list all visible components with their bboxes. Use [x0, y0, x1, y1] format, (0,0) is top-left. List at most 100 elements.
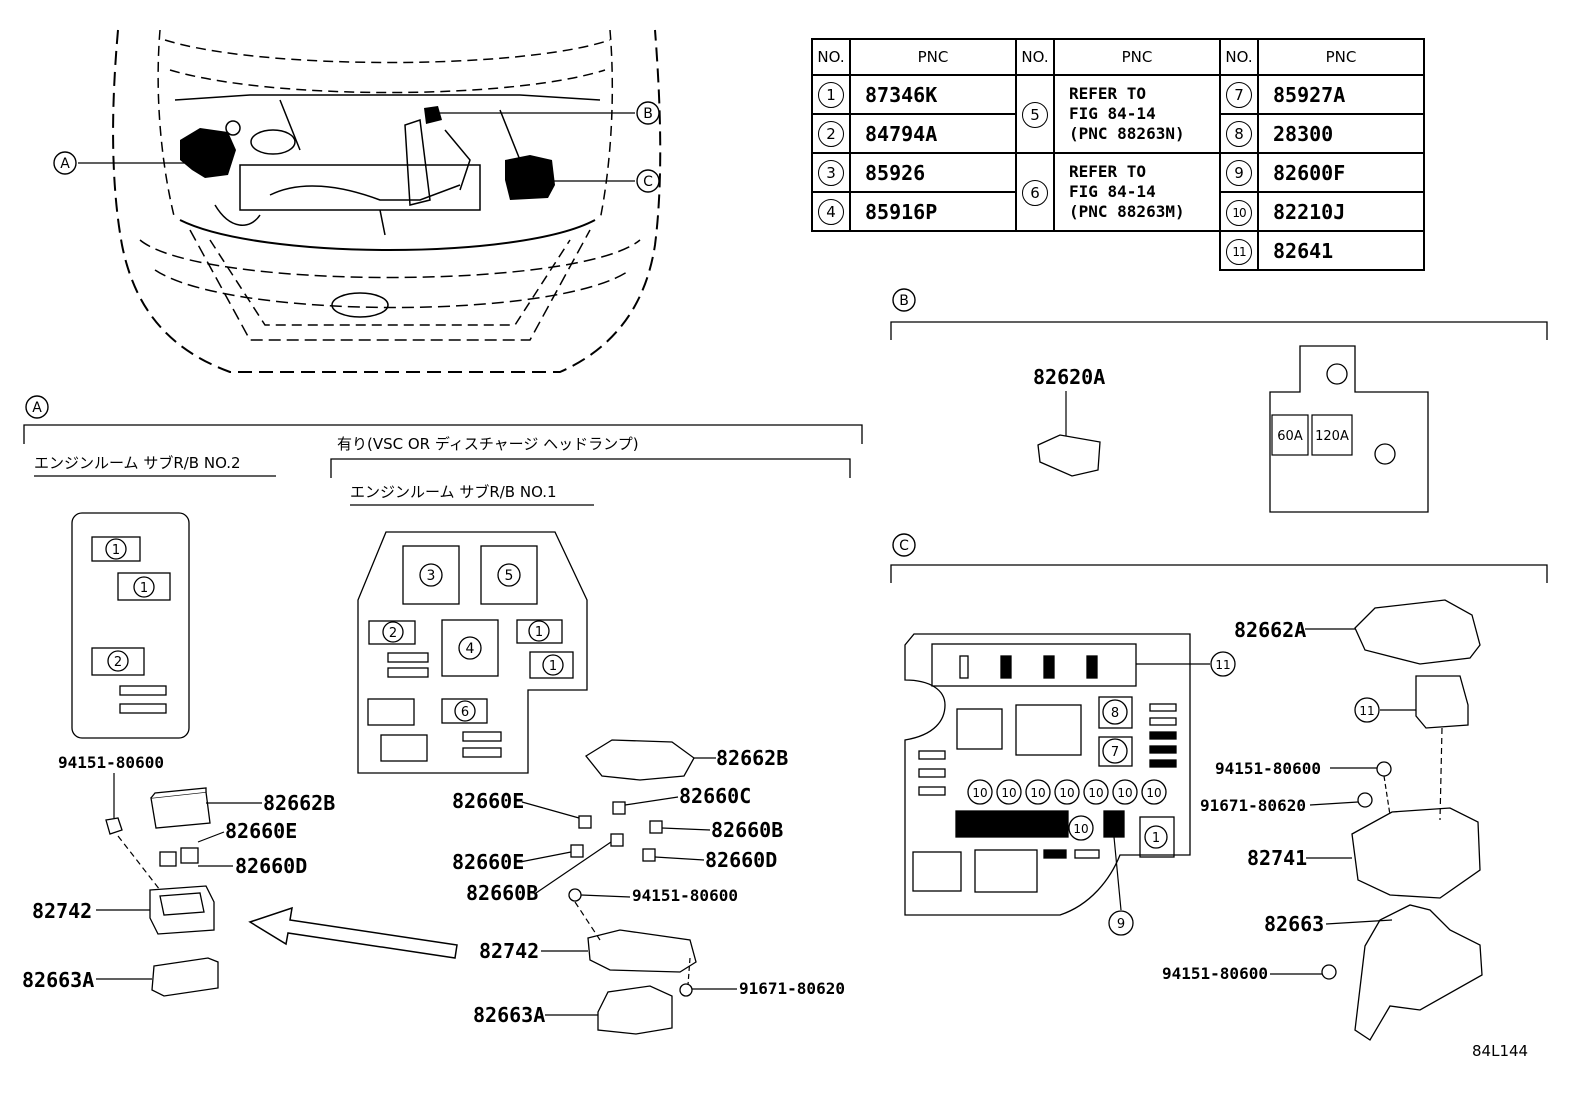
svg-text:1: 1 — [535, 625, 543, 640]
fusible-link-block — [1269, 345, 1429, 513]
part-label-94151-80600: 94151-80600 — [58, 753, 164, 772]
svg-text:5: 5 — [505, 568, 514, 584]
vehicle-engine-bay — [112, 29, 662, 373]
table-pnc-cell: 87346K — [849, 74, 1017, 115]
fuse-60a-label: 60A — [1277, 429, 1303, 444]
table-pnc-cell: 28300 — [1257, 113, 1425, 154]
section-a-left-leaders — [96, 773, 262, 980]
sub-rb-no1-title: エンジンルーム サブR/B NO.1 — [350, 483, 557, 501]
svg-text:10: 10 — [1117, 786, 1132, 800]
svg-text:10: 10 — [1001, 786, 1016, 800]
section-a-left-parts — [105, 787, 219, 997]
svg-text:3: 3 — [427, 568, 436, 584]
svg-text:10: 10 — [972, 786, 987, 800]
table-no-cell: 8 — [1219, 113, 1259, 154]
svg-text:2: 2 — [389, 626, 397, 641]
table-no-cell: 10 — [1219, 191, 1259, 232]
svg-text:10: 10 — [1059, 786, 1074, 800]
svg-text:1: 1 — [549, 659, 557, 674]
svg-text:8: 8 — [1111, 706, 1119, 721]
table-pnc-line: REFER TO — [1069, 84, 1147, 103]
part-label-91671-80620: 91671-80620 — [739, 979, 845, 998]
section-a-note: 有り(VSC OR ディスチャージ ヘッドランプ) — [337, 435, 639, 453]
part-label-82660b: 82660B — [711, 818, 783, 842]
part-label-82663a: 82663A — [22, 968, 94, 992]
table-no-cell: 9 — [1219, 152, 1259, 193]
table-pnc-cell: 85916P — [849, 191, 1017, 232]
header-pnc-1: PNC — [849, 38, 1017, 76]
relay-block-layout — [904, 633, 1191, 916]
item-number: 5 — [1022, 101, 1048, 128]
table-pnc-cell: REFER TO FIG 84-14 (PNC 88263M) — [1053, 152, 1221, 232]
item-number: 1 — [818, 82, 844, 108]
section-c-labels: 82662A 11 94151-80600 91671-80620 82741 … — [1162, 618, 1380, 983]
part-label-82660e: 82660E — [225, 819, 297, 843]
header-no-2: NO. — [1015, 38, 1055, 76]
callout-b: B — [636, 101, 660, 125]
component-location-marks — [180, 106, 555, 200]
header-no-1: NO. — [811, 38, 851, 76]
table-no-cell: 5 — [1015, 74, 1055, 154]
table-pnc-cell: 82210J — [1257, 191, 1425, 232]
svg-text:10: 10 — [1088, 786, 1103, 800]
relay-block-callouts: 11 9 — [1108, 651, 1236, 936]
svg-text:10: 10 — [1073, 822, 1088, 836]
section-c-label: C — [899, 538, 909, 554]
item-number: 10 — [1226, 199, 1252, 226]
part-label-11: 11 — [1359, 704, 1374, 718]
fuse-120a-label: 120A — [1315, 429, 1349, 444]
part-label-82663: 82663 — [1264, 912, 1324, 936]
table-no-cell: 3 — [811, 152, 851, 193]
part-label-94151-80600: 94151-80600 — [632, 886, 738, 905]
item-number: 2 — [818, 121, 844, 147]
figure-id: 84L144 — [1472, 1042, 1528, 1060]
table-row: 1 87346K 5 REFER TO FIG 84-14 (PNC 88263… — [811, 74, 1425, 154]
part-label-91671-80620: 91671-80620 — [1200, 796, 1306, 815]
section-a-right-labels: 82662B 82660E 82660C 82660B 82660E 82660… — [452, 746, 845, 1027]
part-label-82660e: 82660E — [452, 789, 524, 813]
part-label-82662a: 82662A — [1234, 618, 1306, 642]
sub-rb-no2-title: エンジンルーム サブR/B NO.2 — [34, 454, 241, 472]
svg-text:1: 1 — [112, 543, 120, 558]
part-label-82620a: 82620A — [1033, 365, 1105, 389]
table-pnc-cell: 85927A — [1257, 74, 1425, 115]
relay-block-fuse-row: 10 10 10 10 10 10 10 10 8 7 1 — [967, 699, 1168, 849]
table-no-cell: 6 — [1015, 152, 1055, 232]
table-pnc-cell: 82600F — [1257, 152, 1425, 193]
part-label-82663a: 82663A — [473, 1003, 545, 1027]
svg-text:6: 6 — [461, 705, 469, 720]
location-leaders — [78, 112, 635, 182]
direction-arrow — [248, 906, 458, 959]
part-label-82660c: 82660C — [679, 784, 751, 808]
table-pnc-line: (PNC 88263N) — [1069, 124, 1185, 143]
header-pnc-2: PNC — [1053, 38, 1221, 76]
table-no-cell: 4 — [811, 191, 851, 232]
header-no-3: NO. — [1219, 38, 1259, 76]
section-c-parts — [1321, 599, 1483, 1041]
header-pnc-3: PNC — [1257, 38, 1425, 76]
section-a-right-leaders — [519, 757, 737, 1016]
part-label-82660b: 82660B — [466, 881, 538, 905]
table-row: 3 85926 6 REFER TO FIG 84-14 (PNC 88263M… — [811, 152, 1425, 232]
part-label-82660e: 82660E — [452, 850, 524, 874]
table-pnc-cell: 84794A — [849, 113, 1017, 154]
table-row: 4 85916P 10 82210J — [811, 191, 1425, 232]
svg-text:B: B — [643, 106, 653, 122]
table-row: 11 82641 — [812, 230, 1425, 271]
section-b: B 82620A 60A 120A — [890, 288, 1548, 513]
svg-text:C: C — [643, 174, 653, 190]
section-a-left-labels: 94151-80600 82662B 82660E 82660D 82742 8… — [22, 753, 335, 992]
table-no-cell: 1 — [811, 74, 851, 115]
callout-a: A — [53, 151, 77, 175]
table-pnc-line: REFER TO — [1069, 162, 1147, 181]
item-number: 8 — [1226, 121, 1252, 147]
table-pnc-cell: REFER TO FIG 84-14 (PNC 88263N) — [1053, 74, 1221, 154]
svg-text:7: 7 — [1111, 745, 1119, 760]
part-label-82742: 82742 — [479, 939, 539, 963]
item-number: 11 — [1226, 238, 1252, 265]
table-no-cell: 11 — [1219, 230, 1259, 271]
item-number: 7 — [1226, 82, 1252, 108]
section-c: C — [890, 533, 1548, 583]
svg-text:10: 10 — [1146, 786, 1161, 800]
table-pnc-cell: 82641 — [1257, 230, 1425, 271]
